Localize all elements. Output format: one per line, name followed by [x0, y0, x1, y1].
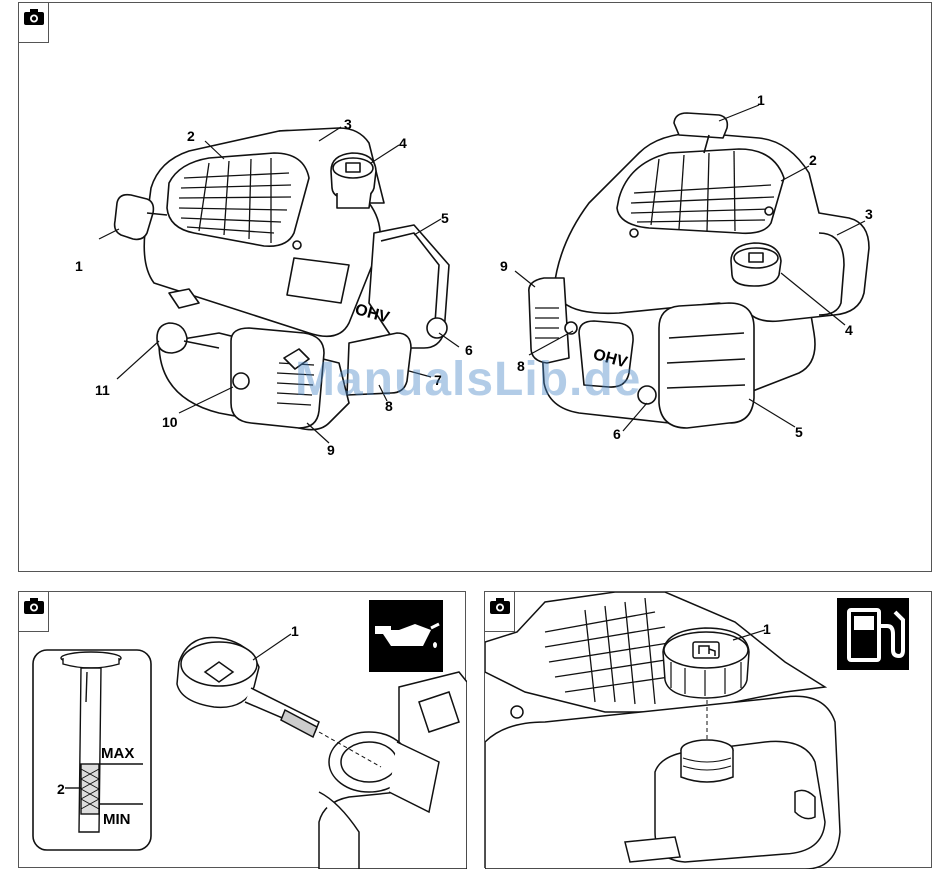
max-label: MAX [101, 745, 134, 762]
callout-1: 1 [291, 623, 299, 639]
left-callout-11: 11 [95, 382, 110, 398]
right-callout-4: 4 [845, 322, 853, 338]
callout-1: 1 [763, 621, 771, 637]
min-label: MIN [103, 811, 131, 828]
left-callout-9: 9 [327, 442, 335, 458]
left-callout-2: 2 [187, 128, 195, 144]
right-callout-6: 6 [613, 426, 621, 442]
left-callout-10: 10 [162, 414, 178, 430]
fuel-shroud-drawing [485, 592, 840, 869]
watermark: ManualsLib.de [295, 352, 641, 407]
engine-overview-panel: OHV 1 2 3 4 5 6 7 8 9 10 11 [18, 2, 932, 572]
fuel-cap-panel: 1 [484, 591, 932, 868]
left-callout-4: 4 [399, 135, 407, 151]
left-callout-1: 1 [75, 258, 83, 274]
right-callout-2: 2 [809, 152, 817, 168]
oil-dipstick-panel: MAX MIN 2 1 [18, 591, 466, 868]
engine-illustrations: OHV 1 2 3 4 5 6 7 8 9 10 11 [19, 3, 933, 573]
right-callout-5: 5 [795, 424, 803, 440]
right-callout-9: 9 [500, 258, 508, 274]
oil-cap-drawing [177, 638, 319, 738]
oil-filler-drawing [319, 672, 467, 869]
right-callout-1: 1 [757, 92, 765, 108]
right-callout-3: 3 [865, 206, 873, 222]
callout-2: 2 [57, 781, 65, 797]
left-callout-5: 5 [441, 210, 449, 226]
oil-can-icon [369, 600, 443, 672]
fuel-pump-icon [837, 598, 909, 670]
left-callout-3: 3 [344, 116, 352, 132]
